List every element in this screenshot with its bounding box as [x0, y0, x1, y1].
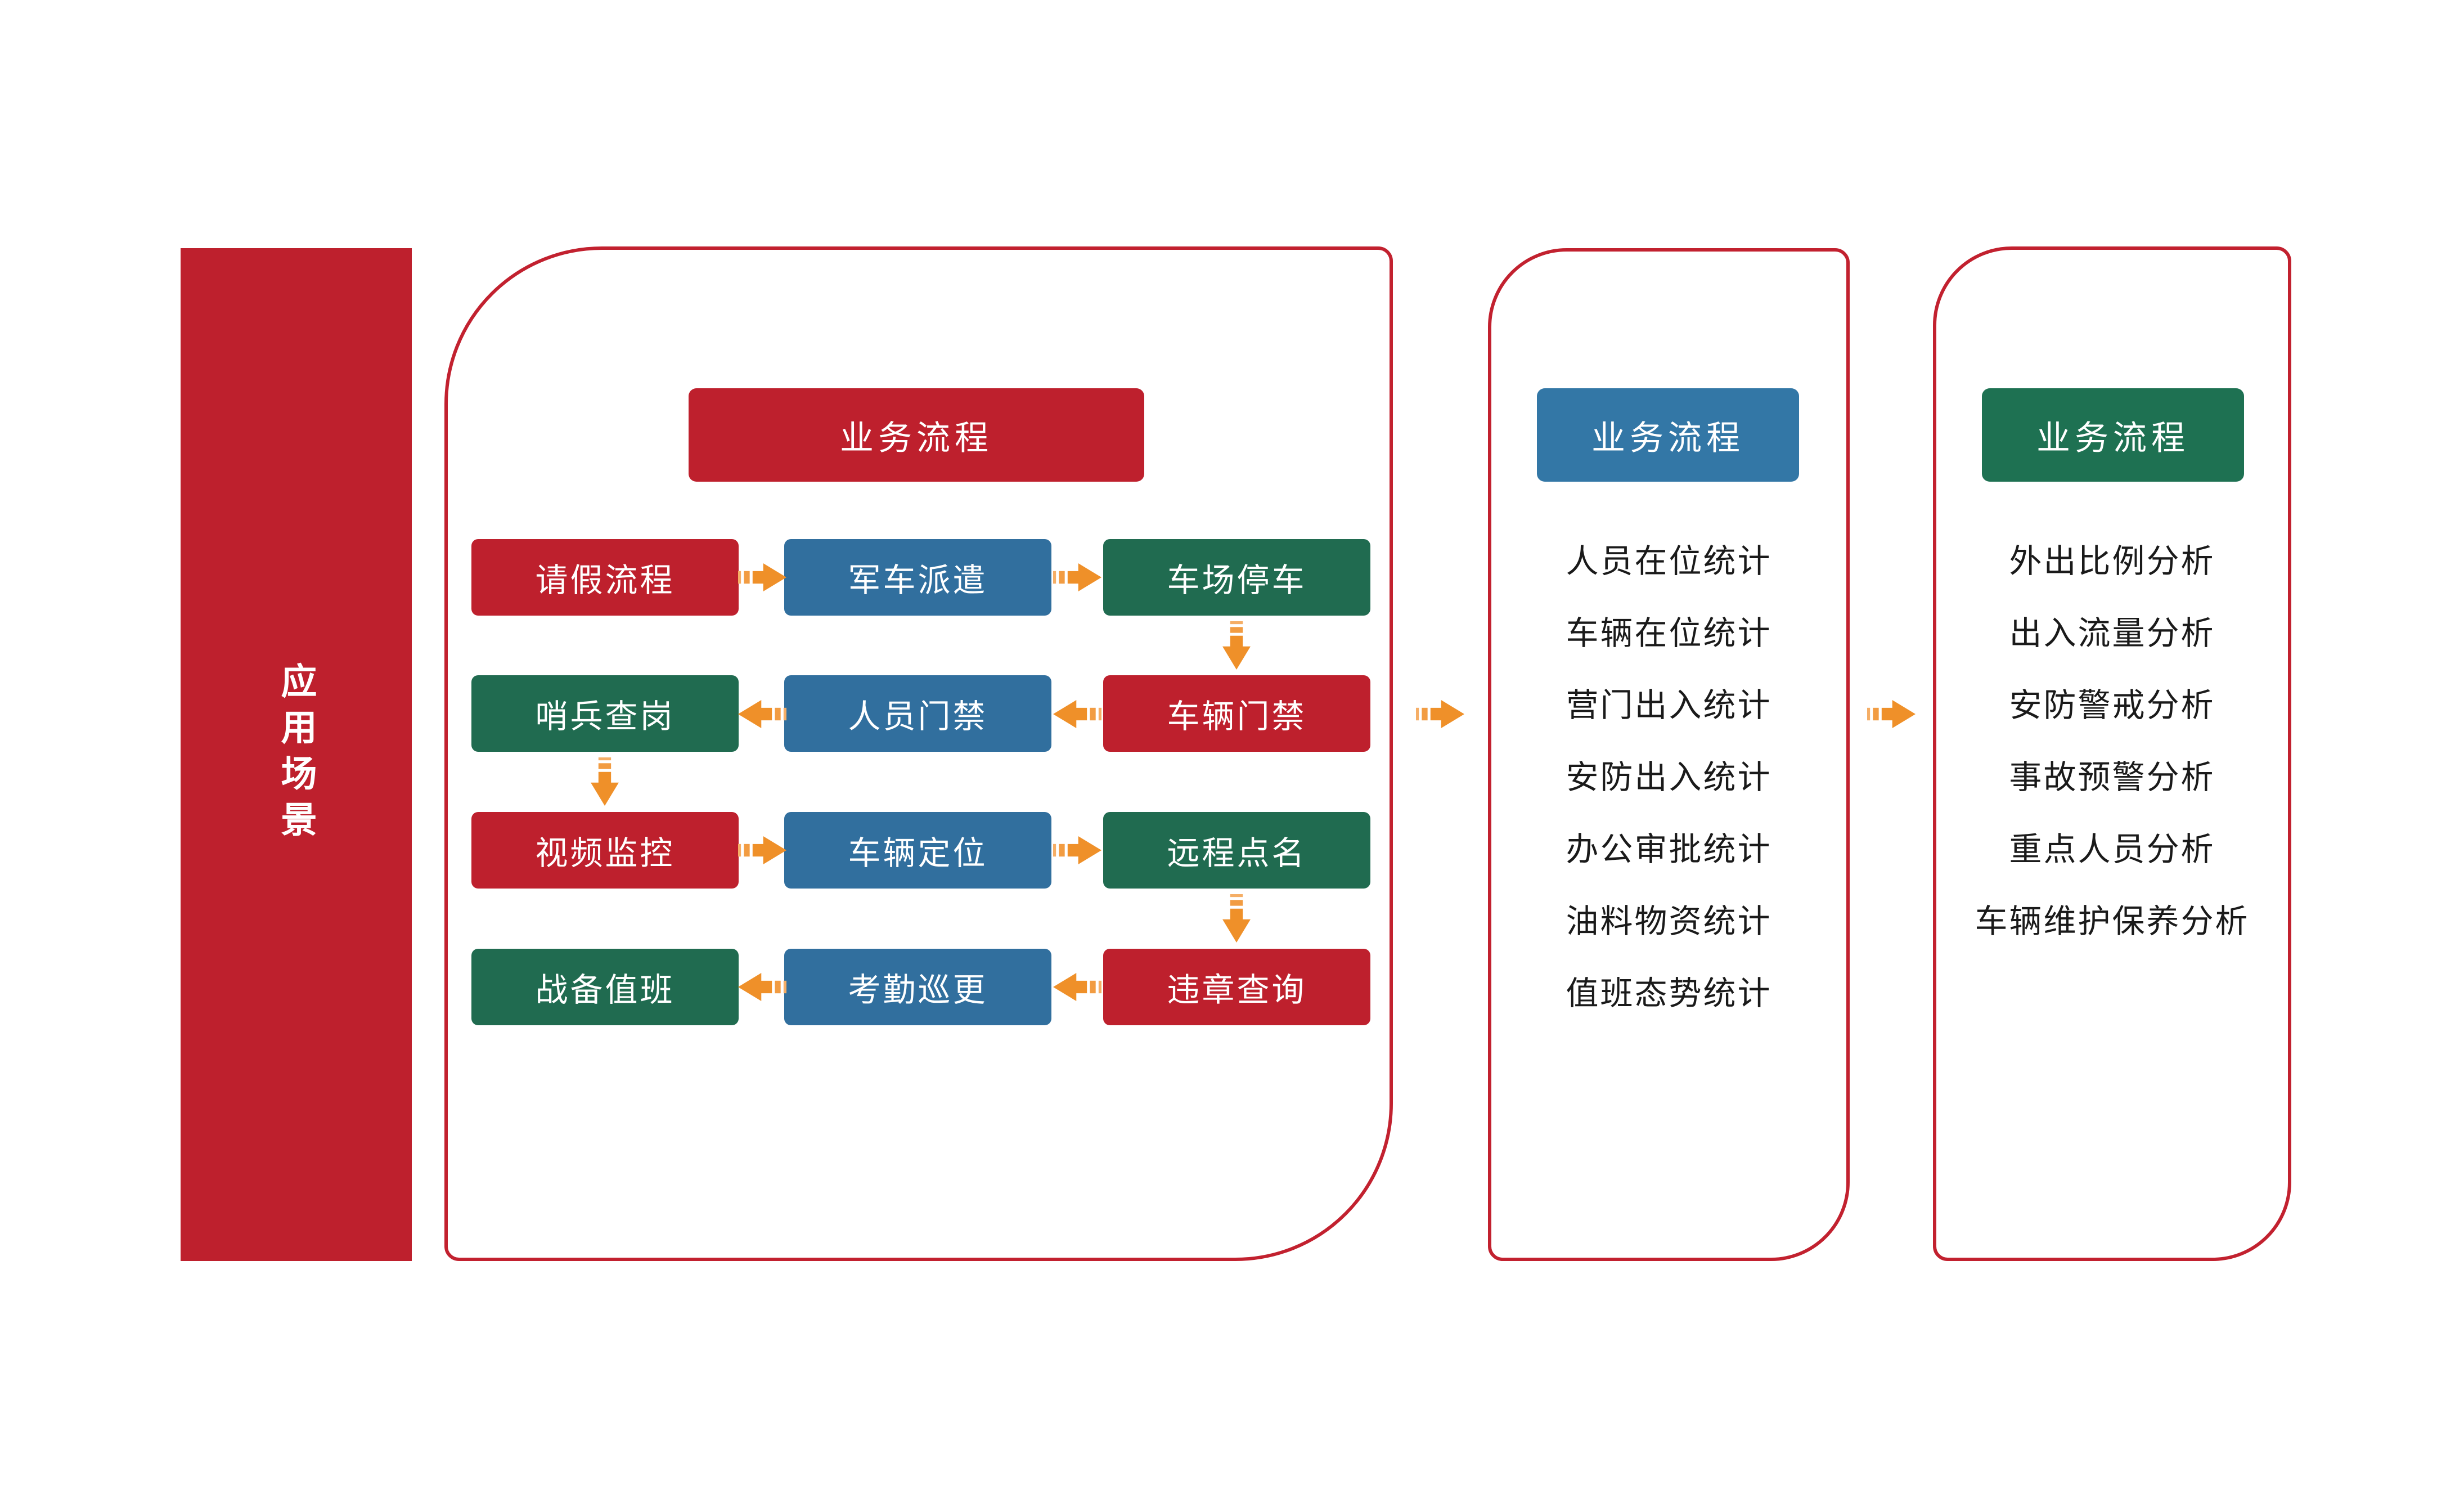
flow-step-r4c1: 战备值班: [471, 949, 739, 1025]
panel-link-arrow-icon: [1416, 698, 1464, 730]
analysis-item: 事故预警分析: [2009, 759, 2215, 796]
stats-item: 人员在位统计: [1566, 543, 1772, 580]
stats-panel-header: 业务流程: [1537, 388, 1799, 482]
flow-arrow-right-icon: [738, 562, 786, 593]
stats-item: 值班态势统计: [1566, 975, 1772, 1012]
flow-step-r3c3: 远程点名: [1103, 812, 1370, 889]
stats-item: 办公审批统计: [1566, 831, 1772, 868]
application-scenario-label: 应用场景: [276, 662, 317, 847]
stats-list: 人员在位统计 车辆在位统计 营门出入统计 安防出入统计 办公审批统计 油料物资统…: [1508, 522, 1830, 1026]
flow-arrow-down-icon: [1221, 621, 1252, 670]
flow-arrow-left-icon: [1053, 698, 1101, 730]
flow-arrow-down-icon: [589, 757, 621, 806]
flow-step-r2c1: 哨兵查岗: [471, 675, 739, 752]
analysis-item: 外出比例分析: [2009, 543, 2215, 580]
stats-item: 营门出入统计: [1566, 687, 1772, 724]
analysis-item: 安防警戒分析: [2009, 687, 2215, 724]
flow-step-r2c3: 车辆门禁: [1103, 675, 1370, 752]
flow-arrow-right-icon: [738, 835, 786, 866]
flow-step-r4c3: 违章查询: [1103, 949, 1370, 1025]
panel-link-arrow-icon: [1867, 698, 1916, 730]
process-panel-header: 业务流程: [689, 388, 1144, 482]
stats-item: 车辆在位统计: [1566, 615, 1772, 652]
flow-arrow-left-icon: [1053, 971, 1101, 1003]
flow-arrow-right-icon: [1053, 835, 1101, 866]
flow-step-r3c1: 视频监控: [471, 812, 739, 889]
analysis-item: 出入流量分析: [2009, 615, 2215, 652]
flow-step-r3c2: 车辆定位: [784, 812, 1051, 889]
analysis-item: 车辆维护保养分析: [1975, 903, 2250, 940]
flow-step-r4c2: 考勤巡更: [784, 949, 1051, 1025]
stats-item: 安防出入统计: [1566, 759, 1772, 796]
flow-step-r1c3: 车场停车: [1103, 539, 1370, 616]
stats-item: 油料物资统计: [1566, 903, 1772, 940]
analysis-list: 外出比例分析 出入流量分析 安防警戒分析 事故预警分析 重点人员分析 车辆维护保…: [1950, 522, 2274, 954]
application-scenario-banner: 应用场景: [181, 248, 412, 1261]
analysis-panel-header: 业务流程: [1982, 388, 2244, 482]
flow-step-r2c2: 人员门禁: [784, 675, 1051, 752]
flow-step-r1c2: 军车派遣: [784, 539, 1051, 616]
analysis-item: 重点人员分析: [2009, 831, 2215, 868]
flow-arrow-right-icon: [1053, 562, 1101, 593]
flow-arrow-left-icon: [738, 971, 786, 1003]
flow-arrow-down-icon: [1221, 894, 1252, 943]
flow-arrow-left-icon: [738, 698, 786, 730]
flow-step-r1c1: 请假流程: [471, 539, 739, 616]
